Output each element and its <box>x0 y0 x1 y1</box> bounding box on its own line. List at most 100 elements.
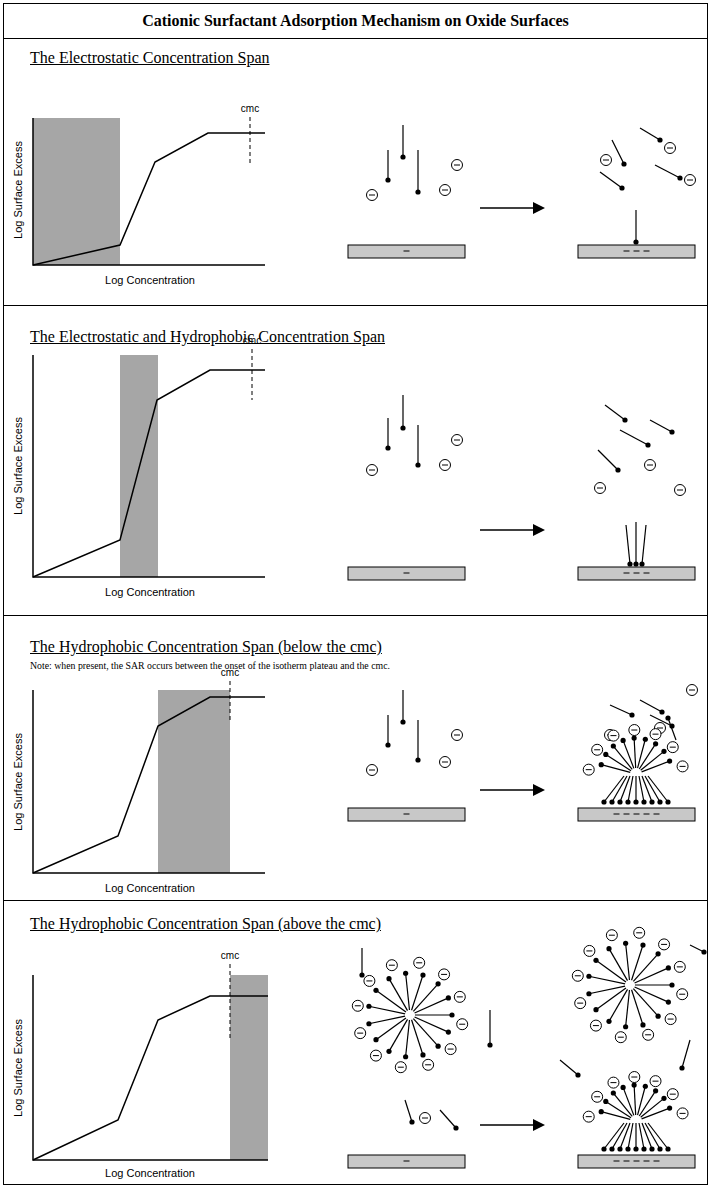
surfactant-head <box>643 1084 648 1089</box>
surfactant-head <box>601 1146 606 1151</box>
surfactant-tail <box>632 990 643 1025</box>
surfactant-head <box>586 974 591 979</box>
counterion-sign <box>454 165 460 166</box>
surfactant-tail <box>406 973 410 1010</box>
cmc-label: cmc <box>243 335 261 346</box>
counterion <box>445 1044 456 1055</box>
axis-label: Log Surface Excess <box>12 1019 24 1117</box>
counterion-sign <box>680 766 686 767</box>
counterion <box>395 1062 406 1073</box>
surfactant-tail <box>417 150 418 192</box>
counterion-sign <box>441 974 447 975</box>
surfactant-tail <box>402 690 403 722</box>
surface-charge <box>634 573 640 574</box>
surfactant-head <box>665 715 670 720</box>
counterion <box>595 483 606 494</box>
surfactant-tail <box>635 987 669 1002</box>
axis-label: Log Surface Excess <box>12 417 24 515</box>
counterion-sign <box>603 160 609 161</box>
counterion-sign <box>597 488 603 489</box>
counterion-sign <box>631 1077 637 1078</box>
surface-charge <box>644 251 650 252</box>
arrow-shaft <box>480 529 535 531</box>
surfactant-head <box>601 799 606 804</box>
surfactant-tail <box>638 739 646 768</box>
surface-charge <box>634 1161 640 1162</box>
counterion <box>414 957 425 968</box>
surfactant-head <box>420 1052 425 1057</box>
cmc-label: cmc <box>241 103 259 114</box>
surfactant-tail <box>417 425 418 465</box>
counterion <box>643 1029 654 1040</box>
surfactant-tail <box>635 210 636 242</box>
surfactant-tail <box>635 776 636 802</box>
counterion <box>665 143 676 154</box>
counterion-sign <box>653 1081 659 1082</box>
oxide-surface <box>348 1155 465 1168</box>
oxide-surface <box>578 567 695 580</box>
surfactant-head <box>649 799 654 804</box>
surfactant-head <box>436 1044 441 1049</box>
counterion-sign <box>586 769 592 770</box>
surfactant-head <box>661 1096 666 1101</box>
cmc-line <box>230 964 231 1040</box>
surfactant-head <box>677 175 682 180</box>
surfactant-tail <box>626 525 630 564</box>
surfactant-head <box>575 1072 580 1077</box>
surfactant-tail <box>633 989 658 1016</box>
surfactant-head <box>606 1019 611 1024</box>
counterion-sign <box>689 690 695 691</box>
surfactant-tail <box>623 1087 634 1115</box>
panel-heading: The Electrostatic Concentration Span <box>30 49 269 67</box>
surfactant-tail <box>640 128 660 140</box>
counterion <box>457 1019 468 1030</box>
surfactant-tail <box>612 140 624 164</box>
counterion <box>650 729 661 740</box>
surfactant-tail <box>623 740 634 768</box>
counterion <box>677 989 688 1000</box>
counterion-sign <box>594 749 600 750</box>
surface-charge <box>614 814 620 815</box>
surfactant-head <box>609 1146 614 1151</box>
surfactant-tail <box>610 705 632 715</box>
surfactant-tail <box>600 172 622 188</box>
counterion-sign <box>369 195 375 196</box>
counterion-sign <box>609 935 615 936</box>
surfactant-tail <box>415 1014 452 1015</box>
surfactant-head <box>385 177 390 182</box>
title: Cationic Surfactant Adsorption Mechanism… <box>3 4 708 38</box>
surfactant-tail <box>609 949 628 981</box>
surfactant-head <box>373 988 378 993</box>
span-shade <box>33 118 120 265</box>
surfactant-tail <box>405 1100 412 1122</box>
cmc-line <box>252 349 253 400</box>
span-shade <box>158 690 230 873</box>
counterion <box>452 730 463 741</box>
surfactant-head <box>622 417 627 422</box>
counterion <box>352 1000 363 1011</box>
counterion-sign <box>454 440 460 441</box>
surfactant-head <box>666 999 671 1004</box>
surfactant-head <box>603 752 608 757</box>
counterion <box>592 1091 603 1102</box>
surfactant-head <box>617 1146 622 1151</box>
surfactant-tail <box>655 165 680 178</box>
counterion-sign <box>366 980 372 981</box>
oxide-surface <box>348 245 465 258</box>
axis-label: Log Surface Excess <box>12 733 24 831</box>
surfactant-tail <box>601 765 630 773</box>
counterion <box>367 190 378 201</box>
counterion-sign <box>369 770 375 771</box>
span-panel: The Hydrophobic Concentration Span (belo… <box>3 615 708 900</box>
counterion <box>386 960 397 971</box>
surfactant-tail <box>633 954 658 981</box>
surfactant-head <box>633 1146 638 1151</box>
axis-label: Log Concentration <box>105 586 195 598</box>
isotherm <box>33 996 268 1160</box>
counterion <box>685 175 696 186</box>
counterion <box>575 998 586 1009</box>
surfactant-head <box>633 799 638 804</box>
oxide-surface <box>578 1155 695 1168</box>
surfactant-head <box>619 185 624 190</box>
counterion <box>592 744 603 755</box>
